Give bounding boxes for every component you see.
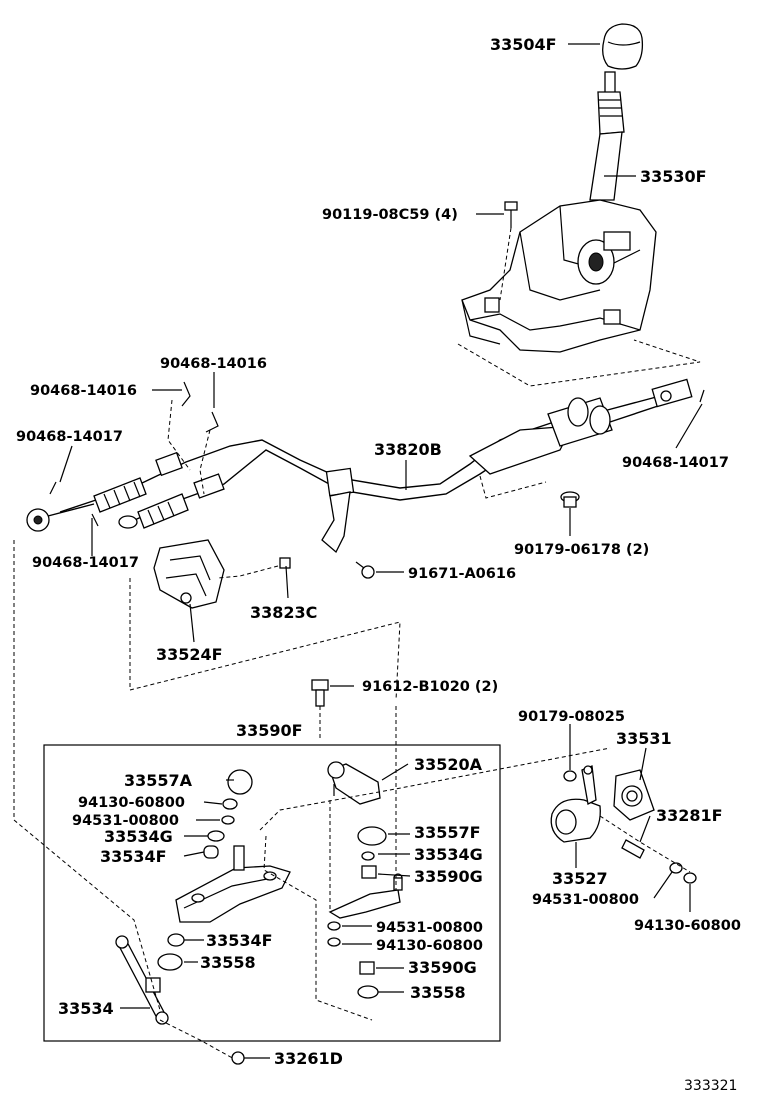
label-shift-knob[interactable]: 33504F xyxy=(490,35,557,54)
label-lever-bolt[interactable]: 90119-08C59 (4) xyxy=(322,207,458,223)
label-washer-33534g-b[interactable]: 33534G xyxy=(414,845,483,864)
lever-bolt-drawing xyxy=(499,201,518,301)
label-nut-33261d[interactable]: 33261D xyxy=(274,1049,343,1068)
label-nut-90179[interactable]: 90179-08025 xyxy=(518,709,625,725)
label-cable-bracket[interactable]: 33524F xyxy=(156,645,223,664)
leader-lines xyxy=(59,43,703,1059)
cable-clips-drawing xyxy=(49,381,705,527)
cable-nut-drawing xyxy=(560,491,580,508)
shift-knob-drawing xyxy=(602,23,644,70)
cable-bolt-drawing xyxy=(355,561,375,579)
shift-lever-drawing xyxy=(461,71,657,353)
label-lever-assy[interactable]: 33590F xyxy=(236,721,303,740)
label-washer-94531-c[interactable]: 94531-00800 xyxy=(532,892,639,908)
part-labels: 33504F 33530F 90119-08C59 (4) 90468-1401… xyxy=(16,35,741,1094)
label-bushing-33590g-a[interactable]: 33590G xyxy=(414,867,483,886)
label-lever-33527[interactable]: 33527 xyxy=(552,869,608,888)
label-bushing-33534f-b[interactable]: 33534F xyxy=(206,931,273,950)
label-control-cable[interactable]: 33820B xyxy=(374,440,442,459)
label-bushing-f[interactable]: 33557F xyxy=(414,823,481,842)
label-cable-bolt[interactable]: 91671-A0616 xyxy=(408,566,516,582)
label-clip-a[interactable]: 90468-14016 xyxy=(30,383,137,399)
label-bushing-33590g-b[interactable]: 33590G xyxy=(408,958,477,977)
label-link-rod[interactable]: 33534 xyxy=(58,999,114,1018)
label-clip-b[interactable]: 90468-14016 xyxy=(160,356,267,372)
control-cable-drawing xyxy=(26,378,693,554)
label-washer-94531-a[interactable]: 94531-00800 xyxy=(72,813,179,829)
label-bracket-33531[interactable]: 33531 xyxy=(616,729,672,748)
label-nut-94130-c[interactable]: 94130-60800 xyxy=(634,918,741,934)
label-washer-33534g-a[interactable]: 33534G xyxy=(104,827,173,846)
label-shift-lever[interactable]: 33530F xyxy=(640,167,707,186)
label-nut-94130-b[interactable]: 94130-60800 xyxy=(376,938,483,954)
right-group-drawing xyxy=(550,765,697,884)
label-bushing-a[interactable]: 33557A xyxy=(124,771,193,790)
lever-assy-parts-drawing xyxy=(13,540,611,1061)
label-selector-bolt[interactable]: 91612-B1020 (2) xyxy=(362,679,498,695)
label-washer-94531-b[interactable]: 94531-00800 xyxy=(376,920,483,936)
label-cable-bracket-bolt[interactable]: 33823C xyxy=(250,603,317,622)
nut-33261d-drawing xyxy=(231,1051,245,1065)
label-clip-d[interactable]: 90468-14017 xyxy=(32,555,139,571)
label-pin-33281f[interactable]: 33281F xyxy=(656,806,723,825)
lever-assy-box xyxy=(43,744,501,1042)
label-bushing-33558-b[interactable]: 33558 xyxy=(410,983,466,1002)
bracket-dashed-outline xyxy=(129,578,401,701)
label-bushing-33558-a[interactable]: 33558 xyxy=(200,953,256,972)
label-bushing-33534f-a[interactable]: 33534F xyxy=(100,847,167,866)
label-rod-end[interactable]: 33520A xyxy=(414,755,483,774)
figure-number: 333321 xyxy=(684,1078,737,1094)
label-clip-c[interactable]: 90468-14017 xyxy=(16,429,123,445)
label-clip-e[interactable]: 90468-14017 xyxy=(622,455,729,471)
cable-bracket-drawing xyxy=(153,539,291,609)
housing-dashed-outline xyxy=(457,339,701,387)
label-cable-nut[interactable]: 90179-06178 (2) xyxy=(514,542,649,558)
label-nut-94130-a[interactable]: 94130-60800 xyxy=(78,795,185,811)
selector-bolt-drawing xyxy=(311,679,329,740)
